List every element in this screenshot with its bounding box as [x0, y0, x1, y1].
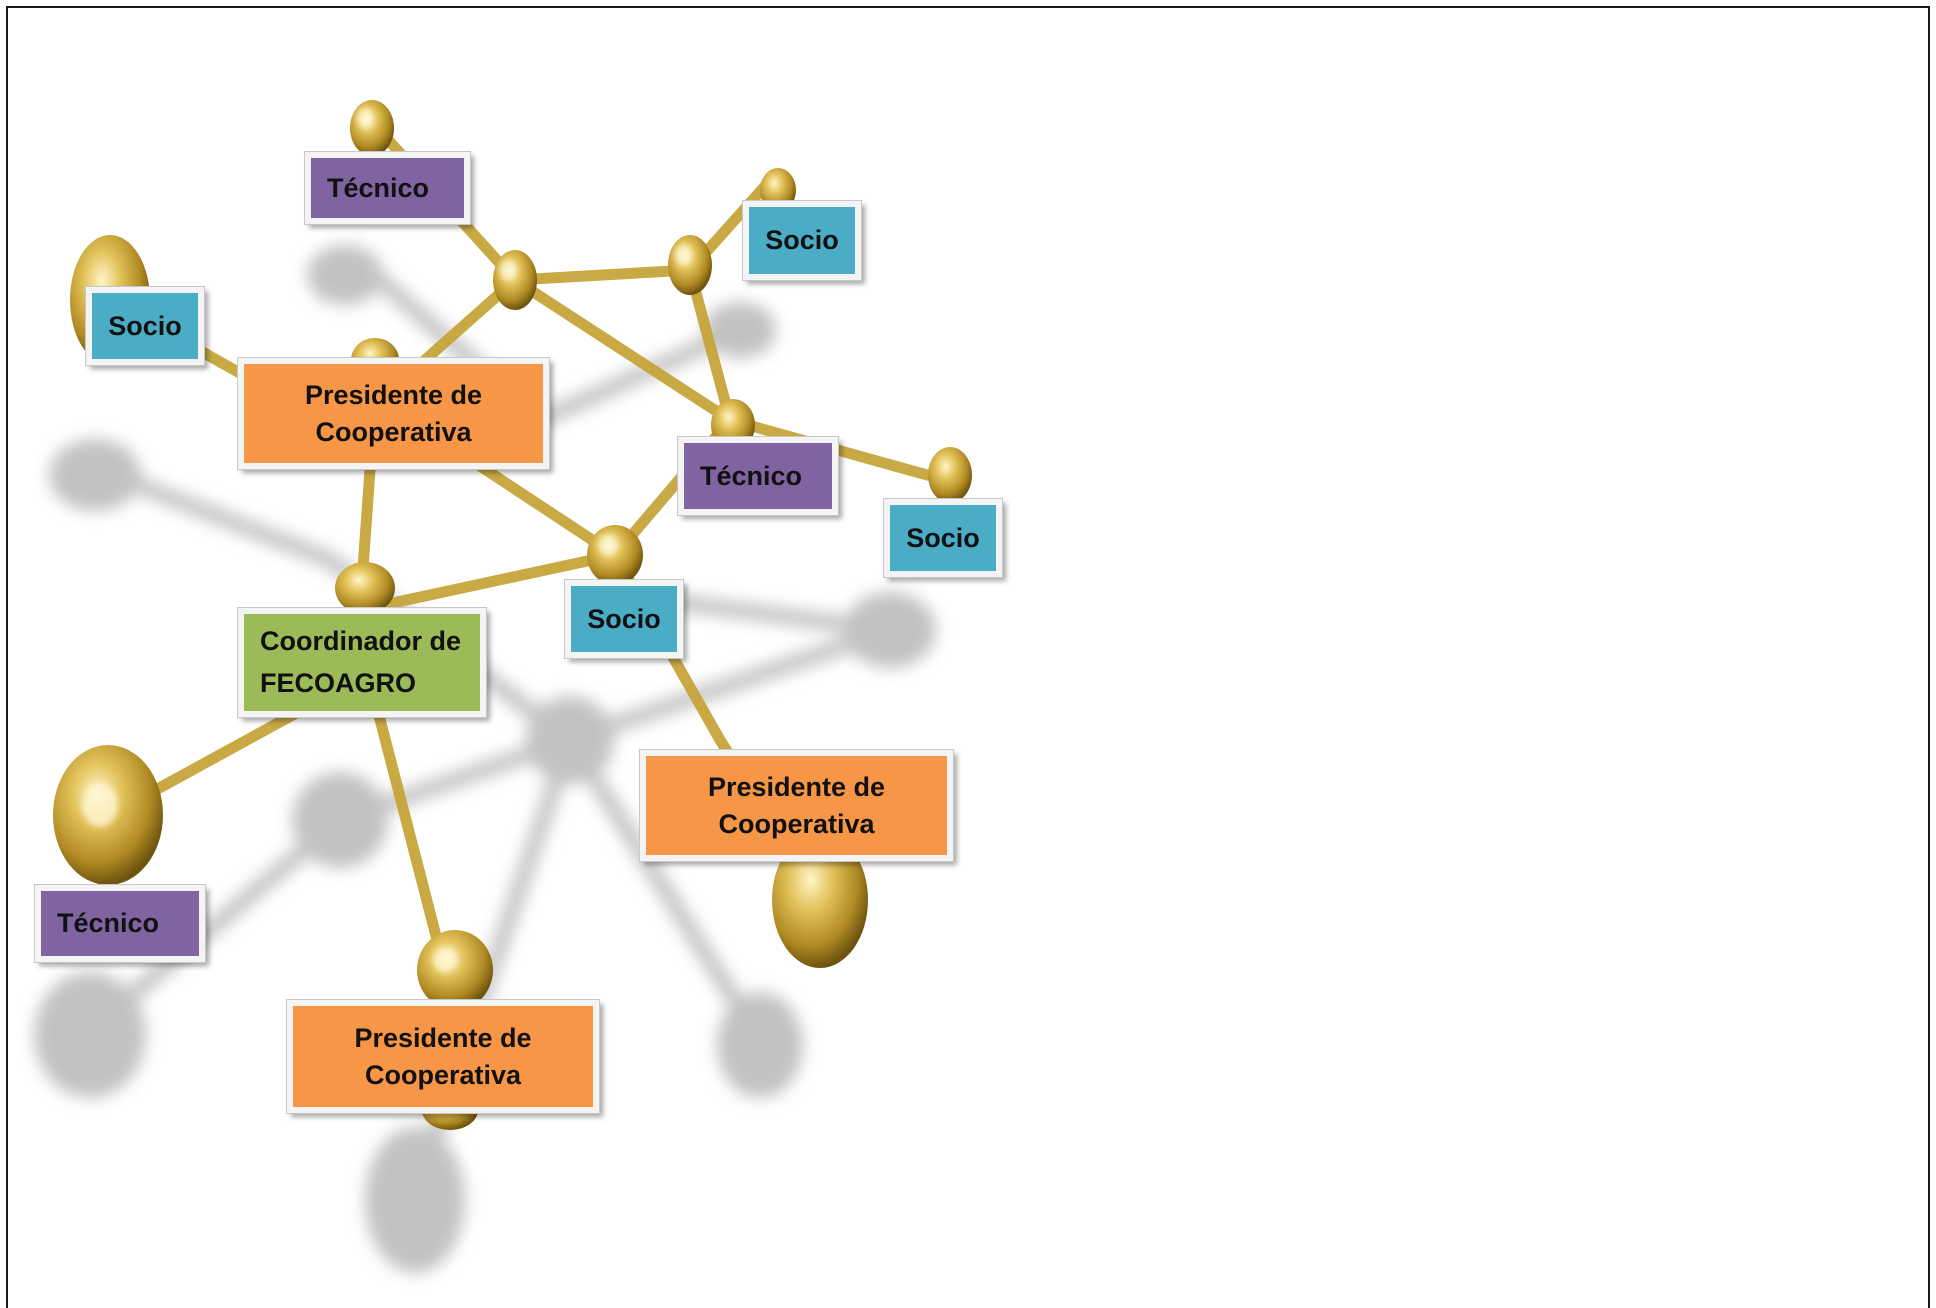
node-tecnico: Técnico — [304, 151, 471, 225]
node-socio: Socio — [742, 200, 862, 281]
node-presidente-de-cooperativa: Presidente de Cooperativa — [237, 357, 550, 470]
node-socio: Socio — [85, 286, 205, 366]
node-socio: Socio — [883, 498, 1003, 578]
node-presidente-de-cooperativa: Presidente de Cooperativa — [286, 999, 600, 1114]
node-presidente-de-cooperativa: Presidente de Cooperativa — [639, 749, 954, 862]
node-tecnico: Técnico — [677, 436, 839, 516]
node-socio: Socio — [564, 579, 684, 659]
node-coordinador-de-fecoagro: Coordinador de FECOAGRO — [237, 607, 487, 718]
node-tecnico: Técnico — [34, 884, 206, 963]
